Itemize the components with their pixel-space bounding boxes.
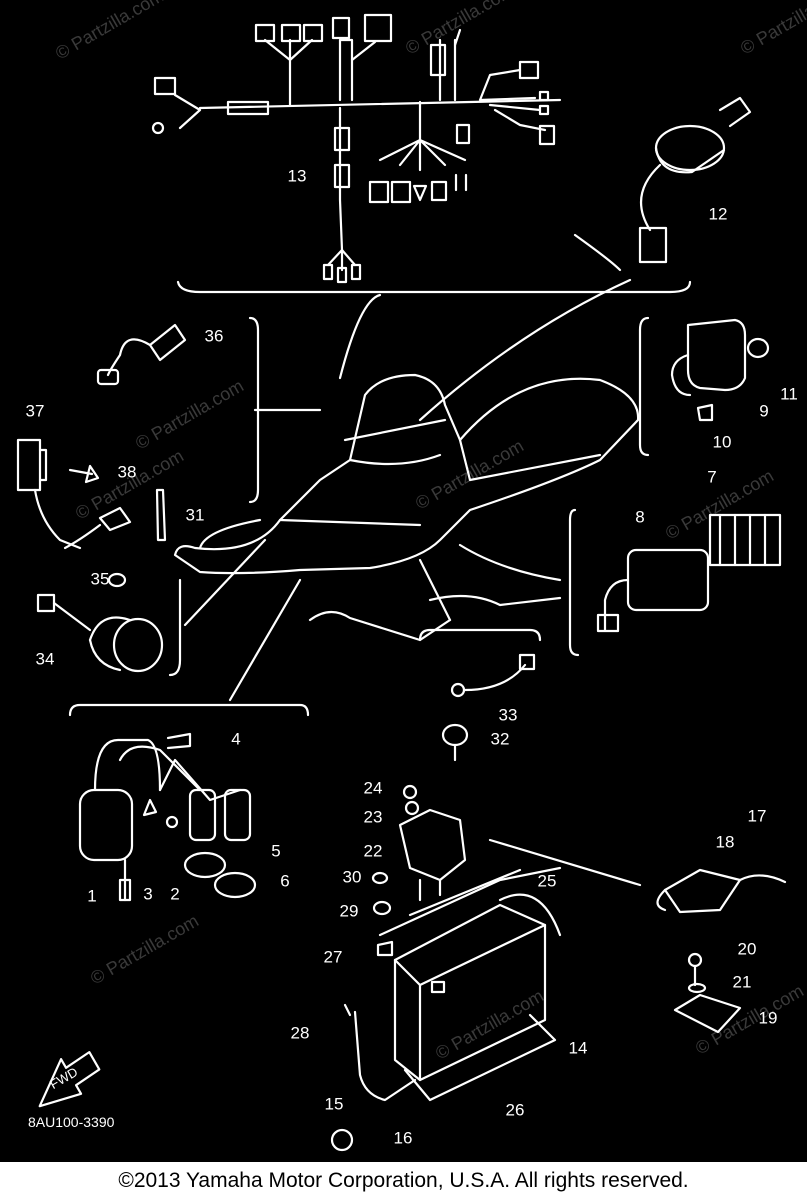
part-number-2: 2: [170, 884, 179, 903]
part-17-lamp: [488, 838, 787, 914]
fwd-arrow: [38, 1051, 101, 1108]
diagram-code: 8AU100-3390: [28, 1114, 115, 1130]
part-22-bracket: [398, 808, 467, 902]
part-number-19: 19: [759, 1008, 778, 1027]
part-4-band: [166, 732, 192, 750]
part-1-ignition-coil: [78, 738, 252, 902]
part-number-20: 20: [738, 939, 757, 958]
part-9-cdi: [670, 318, 770, 422]
part-8-rectifier: [596, 548, 710, 633]
part-number-24: 24: [364, 778, 383, 797]
part-29-washer: [372, 900, 392, 916]
part-number-10: 10: [713, 432, 732, 451]
part-number-12: 12: [709, 204, 728, 223]
battery-strap: [378, 866, 562, 937]
part-number-16: 16: [394, 1128, 413, 1147]
part-number-36: 36: [205, 326, 224, 345]
part-number-21: 21: [733, 972, 752, 991]
part-number-3: 3: [143, 884, 152, 903]
part-number-1: 1: [87, 886, 96, 905]
part-number-29: 29: [340, 901, 359, 920]
part-number-27: 27: [324, 947, 343, 966]
copyright-text: ©2013 Yamaha Motor Corporation, U.S.A. A…: [118, 1169, 689, 1192]
part-19-pad: [673, 952, 742, 1034]
part-number-23: 23: [364, 807, 383, 826]
part-number-8: 8: [635, 507, 644, 526]
part-number-33: 33: [499, 705, 518, 724]
part-number-17: 17: [748, 806, 767, 825]
part-number-32: 32: [491, 729, 510, 748]
parts-diagram: © Partzilla.com© Partzilla.com© Partzill…: [16, 0, 807, 1152]
part-number-11: 11: [780, 384, 798, 403]
part-24-nut: [402, 784, 418, 800]
watermark-text: © Partzilla.com: [87, 910, 202, 988]
leader-lines: [68, 278, 650, 717]
part-38-bolt: [68, 464, 100, 484]
part-36-switch: [96, 323, 187, 386]
part-25-cable: [498, 893, 562, 937]
part-35-nut: [107, 572, 127, 588]
part-7-regulator: [708, 513, 782, 567]
watermark-text: © Partzilla.com: [132, 375, 247, 453]
part-14-battery: [393, 903, 547, 1082]
part-number-30: 30: [343, 867, 362, 886]
watermark-text: © Partzilla.com: [737, 0, 807, 58]
part-number-7: 7: [707, 467, 716, 486]
copyright-footer: ©2013 Yamaha Motor Corporation, U.S.A. A…: [0, 1162, 807, 1200]
watermark-text: © Partzilla.com: [692, 980, 807, 1058]
part-number-37: 37: [26, 401, 45, 420]
part-number-25: 25: [538, 871, 557, 890]
part-6-caps: [183, 851, 257, 899]
part-number-4: 4: [231, 729, 240, 748]
part-34-coil: [36, 593, 164, 673]
part-2-screw: [165, 815, 179, 829]
part-15-tube: [353, 1010, 417, 1102]
part-number-38: 38: [118, 462, 137, 481]
part-number-28: 28: [291, 1023, 310, 1042]
watermark-text: © Partzilla.com: [52, 0, 167, 63]
main-switch: [573, 96, 752, 272]
part-27-clip: [376, 940, 394, 957]
fwd-label: FWD: [47, 1064, 80, 1092]
part-16-cap: [330, 1128, 354, 1152]
part-37-relay: [16, 438, 132, 550]
part-number-6: 6: [280, 871, 289, 890]
part-number-15: 15: [325, 1094, 344, 1113]
part-26-tray: [403, 1013, 557, 1102]
part-number-35: 35: [91, 569, 110, 588]
part-number-34: 34: [36, 649, 55, 668]
part-30-nut: [371, 871, 389, 885]
watermark-text: © Partzilla.com: [72, 445, 187, 523]
part-number-31: 31: [186, 505, 205, 524]
part-number-14: 14: [569, 1038, 588, 1057]
line-art: [16, 13, 787, 1152]
part-31-clip: [155, 488, 167, 542]
part-23-washer: [404, 800, 420, 816]
wire-harness: [151, 13, 562, 284]
part-number-26: 26: [506, 1100, 525, 1119]
part-number-5: 5: [271, 841, 280, 860]
part-28-tube: [343, 1003, 352, 1017]
part-number-18: 18: [716, 832, 735, 851]
snowmobile-body: [173, 373, 640, 642]
part-number-9: 9: [759, 401, 768, 420]
part-number-13: 13: [288, 166, 307, 185]
part-33-sensor: [441, 653, 536, 762]
part-number-22: 22: [364, 841, 383, 860]
part-3-clamp: [142, 798, 158, 817]
